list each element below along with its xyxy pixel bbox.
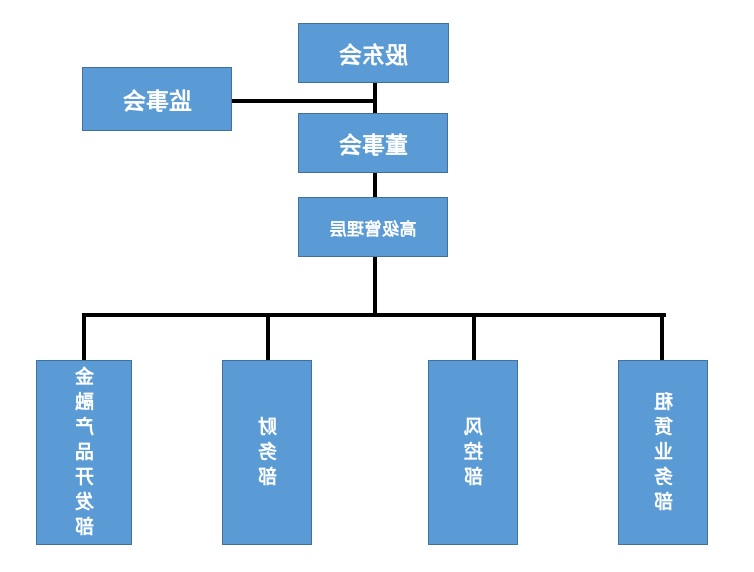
connector-distribution-bar (82, 313, 666, 317)
org-node-dept-leasing-business: 租赁业务部 (618, 360, 708, 545)
org-node-label: 高级管理层 (329, 219, 417, 239)
connector-supervisory-spine (232, 99, 377, 103)
connector-drop-dept-2 (266, 313, 270, 361)
org-node-shareholders-meeting: 股东会 (298, 23, 449, 83)
org-node-supervisory-board: 监事会 (82, 67, 232, 131)
org-node-senior-management: 高级管理层 (298, 197, 448, 257)
connector-drop-dept-4 (660, 313, 664, 361)
org-node-label: 租赁业务部 (653, 392, 673, 513)
org-node-label: 董事会 (338, 132, 408, 158)
connector-senior-management-drop (373, 257, 377, 317)
org-node-label: 金融产品开发部 (74, 367, 94, 538)
connector-board-senior-management (373, 173, 377, 198)
org-node-label: 风控部 (463, 417, 483, 488)
org-node-dept-financial-product-development: 金融产品开发部 (36, 360, 132, 545)
org-node-label: 财务部 (257, 417, 277, 488)
org-node-dept-finance: 财务部 (222, 360, 312, 545)
org-node-dept-risk-control: 风控部 (428, 360, 518, 545)
connector-drop-dept-1 (82, 313, 86, 361)
connector-shareholders-board (373, 83, 377, 114)
org-node-board-of-directors: 董事会 (298, 113, 448, 173)
org-node-label: 监事会 (122, 88, 192, 114)
connector-drop-dept-3 (472, 313, 476, 361)
org-node-label: 股东会 (339, 42, 408, 68)
